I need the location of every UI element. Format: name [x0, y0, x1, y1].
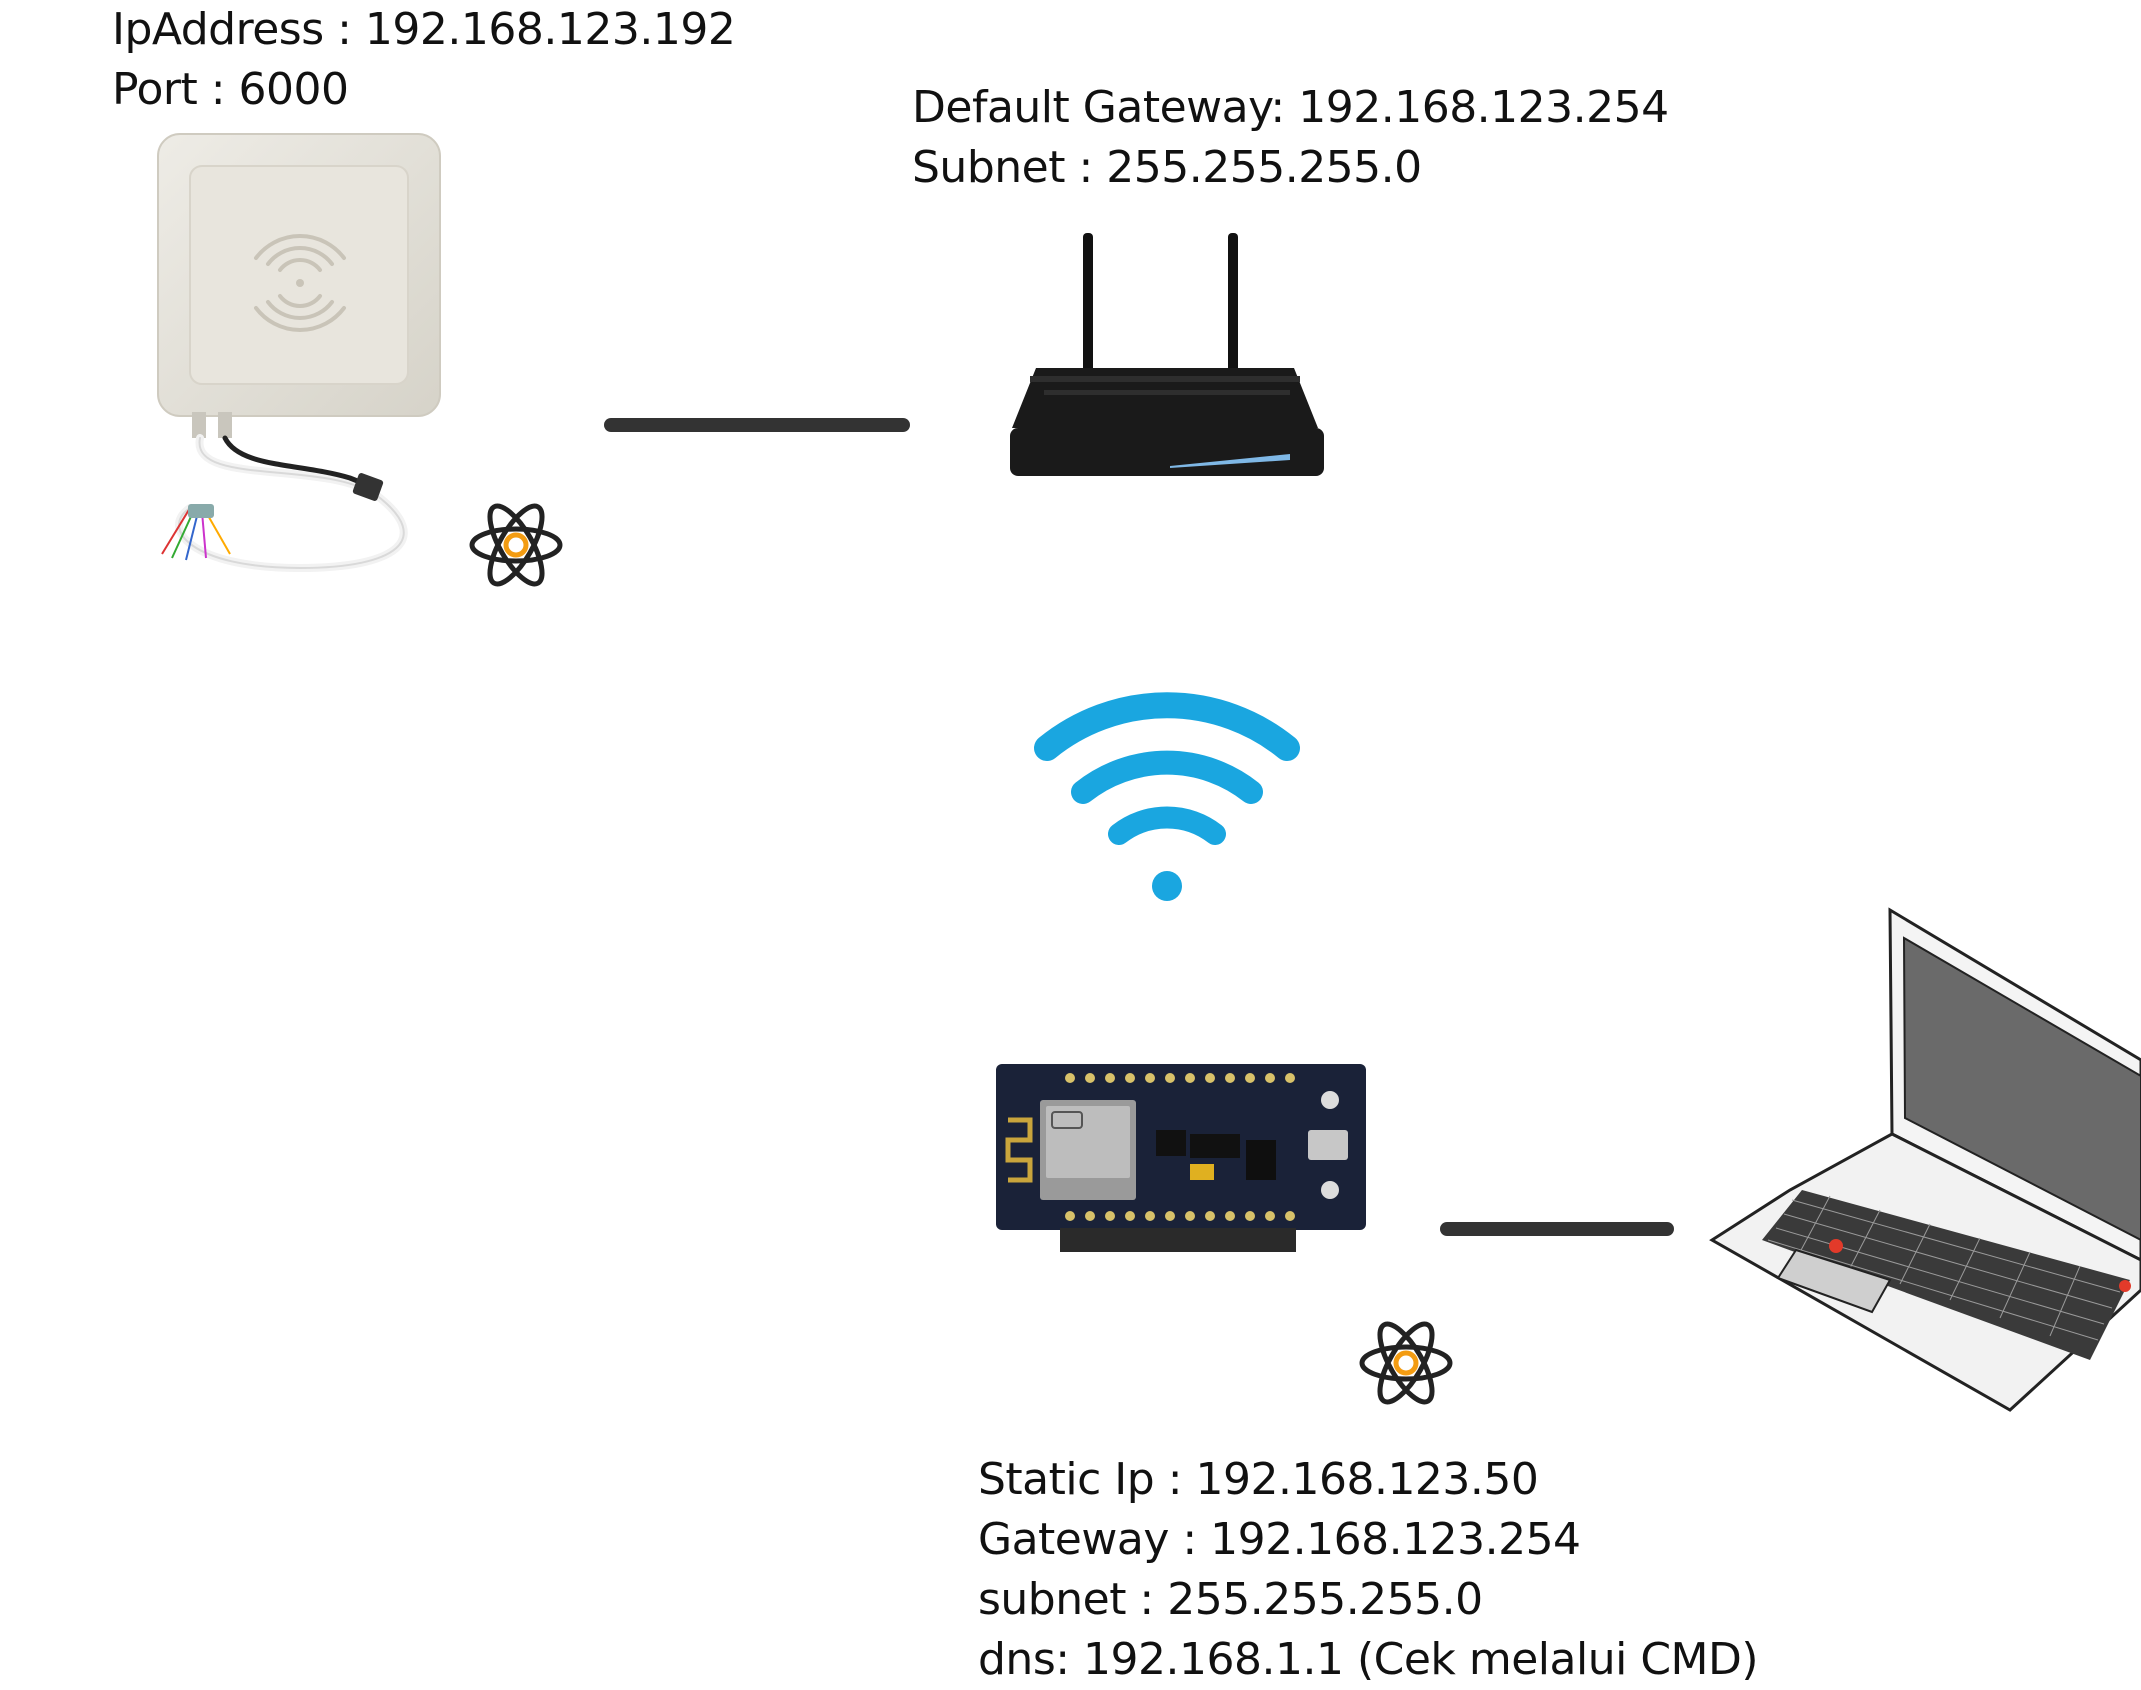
router-label: Default Gateway: 192.168.123.254 Subnet …: [912, 78, 1669, 198]
router-subnet: Subnet : 255.255.255.0: [912, 142, 1422, 193]
cable-board-laptop: [1440, 1222, 1674, 1236]
esp-config-label: Static Ip : 192.168.123.50 Gateway : 192…: [978, 1450, 1759, 1690]
esp-subnet: subnet : 255.255.255.0: [978, 1574, 1483, 1625]
esp-gateway: Gateway : 192.168.123.254: [978, 1514, 1581, 1565]
rfid-reader-icon: [150, 128, 450, 608]
reader-port: Port : 6000: [112, 64, 349, 115]
atom-logo-icon: [1356, 1308, 1456, 1418]
rfid-reader-label: IpAddress : 192.168.123.192 Port : 6000: [112, 0, 736, 120]
atom-logo-icon: [466, 490, 566, 600]
router-icon: [1000, 228, 1330, 488]
nodemcu-board-icon: [990, 1060, 1370, 1260]
ethernet-cable-reader-router: [604, 418, 910, 432]
reader-ip-address: IpAddress : 192.168.123.192: [112, 4, 736, 55]
esp-static-ip: Static Ip : 192.168.123.50: [978, 1454, 1539, 1505]
esp-dns: dns: 192.168.1.1 (Cek melalui CMD): [978, 1634, 1759, 1685]
wifi-icon: [1030, 680, 1330, 910]
router-default-gateway: Default Gateway: 192.168.123.254: [912, 82, 1669, 133]
laptop-icon: [1700, 900, 2141, 1420]
